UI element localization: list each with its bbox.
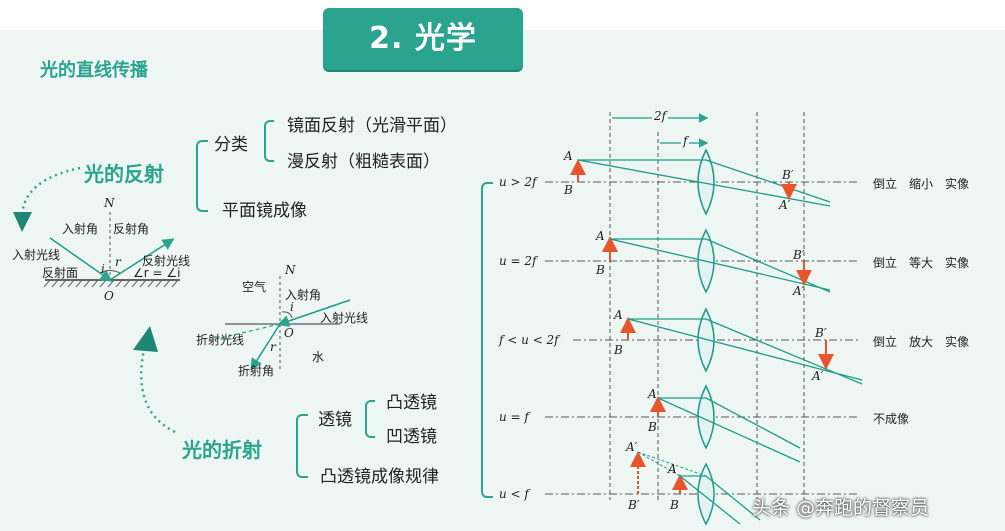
two-f-label: 2f (652, 109, 669, 123)
reflection-classification: 分类 (214, 135, 248, 155)
reflection-incident-ray-label: 入射光线 (12, 248, 61, 262)
lens-cases-brace (481, 182, 493, 498)
refraction-incident-angle-label: 入射角 (285, 288, 322, 302)
specular-reflection: 镜面反射（光滑平面） (287, 116, 457, 136)
refraction-brace (296, 414, 308, 478)
reflection-arrow-head (13, 212, 32, 232)
case-3-label-a: A (614, 308, 623, 322)
refraction-origin-label: O (284, 326, 294, 340)
air-label: 空气 (242, 280, 267, 294)
case-4-rays (650, 396, 801, 463)
case-4-label-a: A (648, 387, 657, 401)
concave-lens: 凹透镜 (386, 427, 437, 447)
case-5-rays (630, 451, 761, 525)
reflection-curve-arrow (20, 166, 81, 219)
reflection-i-label: i (101, 262, 105, 276)
reflection-normal-label: N (104, 196, 115, 210)
case-4-condition: u = f (499, 410, 529, 424)
refraction-arrow-head (133, 326, 158, 352)
case-3-condition: f < u < 2f (499, 333, 559, 347)
case-1-condition: u > 2f (499, 175, 537, 189)
f-label: f (681, 134, 690, 148)
watermark-text: 头条 @奔跑的督察员 (752, 497, 930, 519)
reflection-incident-angle-label: 入射角 (62, 222, 99, 236)
case-5-condition: u < f (499, 487, 529, 501)
refraction-angle-label: 折射角 (238, 364, 275, 378)
case-2-label-a-prime: A′ (793, 284, 805, 298)
case-2-condition: u = 2f (499, 254, 537, 268)
refraction-diagram (211, 276, 351, 372)
reflection-origin-label: O (104, 289, 114, 303)
title-tab: 2. 光学 (323, 8, 523, 70)
case-2-label-a: A (596, 229, 605, 243)
diffuse-reflection: 漫反射（粗糙表面） (287, 152, 440, 172)
section-refraction: 光的折射 (182, 438, 262, 462)
case-4-label-b: B (648, 420, 657, 434)
refraction-refracted-ray-label: 折射光线 (196, 333, 245, 347)
refraction-i-label: i (290, 300, 294, 314)
case-5-label-b-prime: B′ (628, 498, 640, 512)
lens-brace (365, 400, 375, 438)
case-2-rays (602, 236, 831, 293)
plane-mirror-imaging: 平面镜成像 (222, 201, 307, 221)
case-5-label-a: A (668, 462, 677, 476)
convex-lenses (697, 148, 715, 526)
case-5-label-b: B (670, 498, 679, 512)
case-1-label-b-prime: B′ (782, 168, 794, 182)
case-3-label-b: B (614, 343, 623, 357)
case-1-label-a-prime: A′ (779, 198, 791, 212)
convex-lens: 凸透镜 (386, 393, 437, 413)
reflection-surface-label: 反射面 (42, 266, 79, 280)
case-2-result: 倒立 等大 实像 (873, 256, 970, 270)
refraction-curve-arrow (140, 344, 176, 434)
case-1-label-b: B (564, 183, 573, 197)
section-reflection: 光的反射 (84, 162, 164, 186)
refraction-incident-ray-label: 入射光线 (320, 311, 369, 325)
page-title: 2. 光学 (369, 21, 477, 56)
case-1-result: 倒立 缩小 实像 (873, 177, 970, 191)
section-straight-line: 光的直线传播 (40, 60, 148, 81)
case-1-rays (570, 159, 831, 207)
case-4-result: 不成像 (873, 412, 910, 426)
case-5-label-a-prime: A′ (626, 440, 638, 454)
case-1-label-a: A (564, 149, 573, 163)
reflection-reflected-ray-label: 反射光线 (142, 254, 191, 268)
case-3-label-b-prime: B′ (815, 326, 827, 340)
lens-label: 透镜 (318, 410, 352, 430)
reflection-diagram (43, 212, 180, 288)
convex-lens-rule: 凸透镜成像规律 (320, 467, 439, 487)
case-3-label-a-prime: A′ (812, 369, 824, 383)
case-2-label-b: B (596, 263, 605, 277)
principal-axes (545, 181, 860, 495)
refraction-normal-label: N (285, 263, 296, 277)
reflection-law-label: ∠r = ∠i (133, 266, 181, 280)
classification-brace (264, 120, 274, 162)
reflection-reflection-angle-label: 反射角 (113, 222, 150, 236)
case-2-label-b-prime: B′ (793, 248, 805, 262)
case-3-result: 倒立 放大 实像 (873, 335, 970, 349)
refraction-r-label: r (270, 340, 276, 354)
water-label: 水 (312, 350, 325, 364)
reflection-brace (196, 140, 208, 212)
case-3-rays (620, 317, 863, 385)
reflection-r-label: r (115, 255, 121, 269)
